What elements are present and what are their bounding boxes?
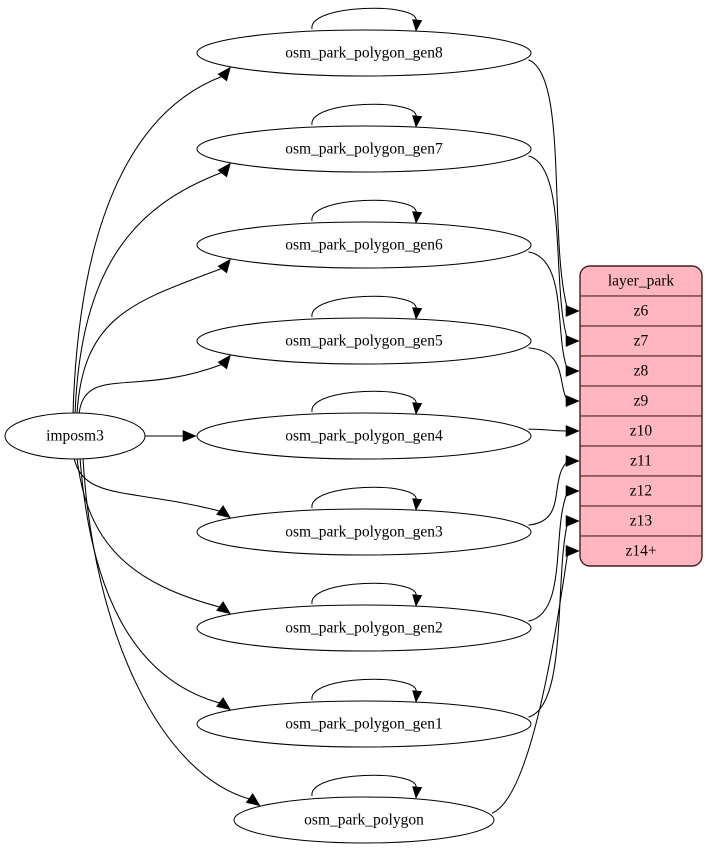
edge-osm_park_polygon_gen1-to-z13 xyxy=(528,515,580,718)
table-row-label: z7 xyxy=(634,333,649,350)
process-node-label: osm_park_polygon xyxy=(304,812,424,829)
edge-imposm3-to-osm_park_polygon_gen6 xyxy=(76,258,231,415)
table-row-label: z11 xyxy=(630,453,652,470)
table-row-z7[interactable]: z7 xyxy=(580,325,702,357)
edge-imposm3-to-osm_park_polygon_gen1 xyxy=(79,457,232,711)
self-loop-osm_park_polygon_gen7 xyxy=(311,103,423,128)
process-node-label: osm_park_polygon_gen4 xyxy=(285,428,443,445)
self-loop-osm_park_polygon_gen6 xyxy=(311,199,423,224)
table-row-z11[interactable]: z11 xyxy=(580,445,702,477)
edge-osm_park_polygon_gen2-to-z12 xyxy=(528,485,580,622)
process-node-osm_park_polygon_gen1[interactable]: osm_park_polygon_gen1 xyxy=(196,700,532,748)
table-title: layer_park xyxy=(608,273,675,290)
table-row-label: z13 xyxy=(630,513,653,530)
edge-osm_park_polygon_gen6-to-z8 xyxy=(528,251,580,377)
table-row-label: z10 xyxy=(630,423,653,440)
process-node-osm_park_polygon_gen5[interactable]: osm_park_polygon_gen5 xyxy=(196,317,532,365)
edge-osm_park_polygon_gen3-to-z11 xyxy=(528,455,580,526)
edges-to-layer-table xyxy=(491,59,580,814)
process-node-osm_park_polygon_gen4[interactable]: osm_park_polygon_gen4 xyxy=(196,412,532,460)
edge-imposm3-to-osm_park_polygon xyxy=(82,457,261,807)
process-node-label: osm_park_polygon_gen1 xyxy=(285,716,443,733)
process-node-label: osm_park_polygon_gen6 xyxy=(285,237,443,254)
self-loop-osm_park_polygon_gen5 xyxy=(311,295,423,320)
self-loop-edges xyxy=(311,7,423,799)
table-row-z12[interactable]: z12 xyxy=(580,475,702,507)
self-loop-osm_park_polygon_gen3 xyxy=(311,486,423,511)
table-row-z14+[interactable]: z14+ xyxy=(580,535,702,566)
edges-from-imposm3 xyxy=(72,66,261,807)
edge-osm_park_polygon_gen4-to-z10 xyxy=(528,425,580,437)
edge-imposm3-to-osm_park_polygon_gen5 xyxy=(78,354,231,415)
self-loop-osm_park_polygon xyxy=(311,774,423,799)
source-node-imposm3[interactable]: imposm3 xyxy=(4,412,146,460)
process-node-label: osm_park_polygon_gen8 xyxy=(285,45,443,62)
self-loop-osm_park_polygon_gen1 xyxy=(311,678,423,703)
table-row-z10[interactable]: z10 xyxy=(580,415,702,447)
source-node-group: imposm3 xyxy=(4,412,146,460)
self-loop-osm_park_polygon_gen8 xyxy=(311,7,423,32)
edge-imposm3-to-osm_park_polygon_gen4 xyxy=(145,430,197,442)
process-node-osm_park_polygon_gen6[interactable]: osm_park_polygon_gen6 xyxy=(196,221,532,269)
process-node-osm_park_polygon_gen7[interactable]: osm_park_polygon_gen7 xyxy=(196,125,532,173)
table-row-z6[interactable]: z6 xyxy=(580,295,702,327)
edge-imposm3-to-osm_park_polygon_gen2 xyxy=(76,457,232,615)
edge-imposm3-to-osm_park_polygon_gen8 xyxy=(72,66,231,415)
process-node-osm_park_polygon_gen3[interactable]: osm_park_polygon_gen3 xyxy=(196,508,532,556)
source-node-label: imposm3 xyxy=(46,428,104,445)
table-row-z8[interactable]: z8 xyxy=(580,355,702,387)
process-node-osm_park_polygon_gen2[interactable]: osm_park_polygon_gen2 xyxy=(196,604,532,652)
process-nodes: osm_park_polygon_gen8 osm_park_polygon_ge… xyxy=(196,29,532,844)
process-node-label: osm_park_polygon_gen3 xyxy=(285,524,443,541)
table-header-row: layer_park xyxy=(580,266,702,297)
table-row-z13[interactable]: z13 xyxy=(580,505,702,537)
layer-park-table: layer_park z6 z7 z8 z9 z10 z11 z12 z13 z14+ xyxy=(579,265,703,567)
process-node-label: osm_park_polygon_gen2 xyxy=(285,620,443,637)
edge-imposm3-to-osm_park_polygon_gen3 xyxy=(73,457,232,519)
table-row-label: z14+ xyxy=(625,543,656,560)
table-row-z9[interactable]: z9 xyxy=(580,385,702,417)
table-row-label: z6 xyxy=(634,303,649,320)
edge-osm_park_polygon_gen8-to-z6 xyxy=(528,59,580,317)
edge-osm_park_polygon-to-z14+ xyxy=(491,545,580,814)
process-node-osm_park_polygon_gen8[interactable]: osm_park_polygon_gen8 xyxy=(196,29,532,77)
table-row-label: z12 xyxy=(630,483,652,500)
table-body: layer_park z6 z7 z8 z9 z10 z11 z12 z13 z14+ xyxy=(580,266,702,566)
process-node-label: osm_park_polygon_gen5 xyxy=(285,333,443,350)
table-row-label: z9 xyxy=(634,393,649,410)
process-node-osm_park_polygon[interactable]: osm_park_polygon xyxy=(233,796,495,844)
self-loop-osm_park_polygon_gen4 xyxy=(311,390,423,415)
edge-osm_park_polygon_gen5-to-z9 xyxy=(528,347,580,407)
process-node-label: osm_park_polygon_gen7 xyxy=(285,141,443,158)
edge-imposm3-to-osm_park_polygon_gen7 xyxy=(74,162,231,415)
self-loop-osm_park_polygon_gen2 xyxy=(311,582,423,607)
edge-osm_park_polygon_gen7-to-z7 xyxy=(528,155,580,347)
table-row-label: z8 xyxy=(634,363,649,380)
